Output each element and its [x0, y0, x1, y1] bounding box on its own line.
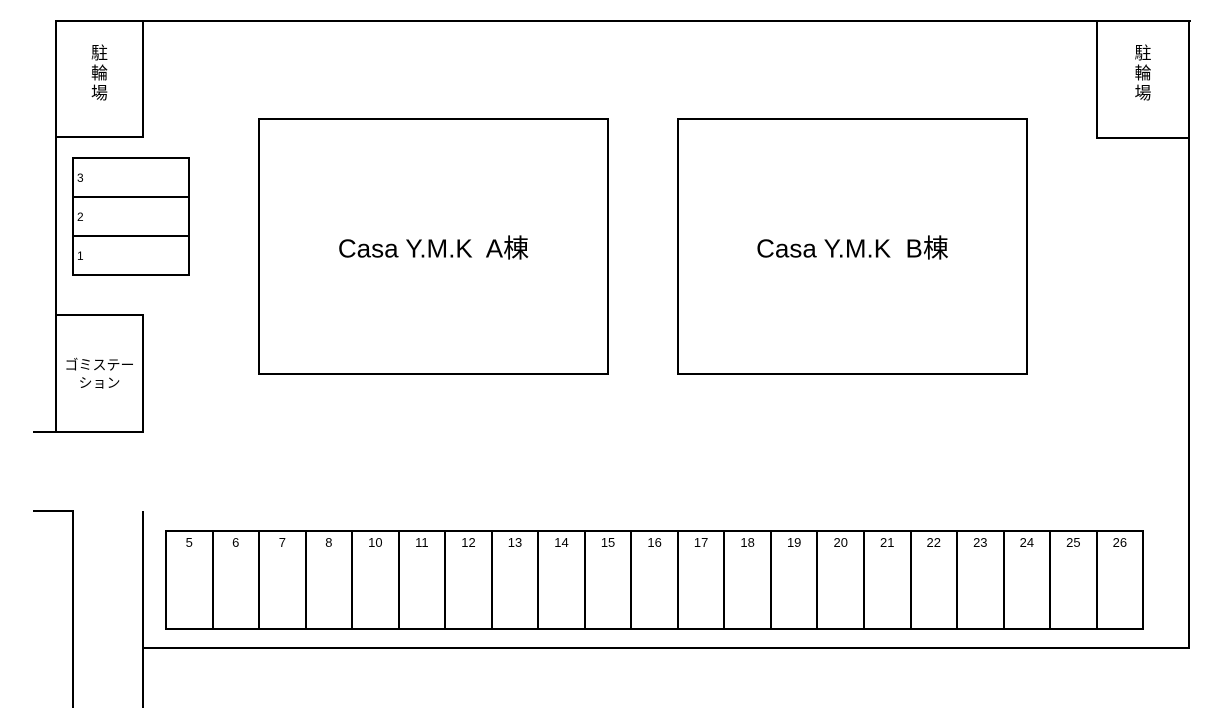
parking-slot: 15: [586, 532, 633, 628]
parking-slot: 11: [400, 532, 447, 628]
parking-slot: 24: [1005, 532, 1052, 628]
slot-number: 25: [1066, 535, 1081, 550]
parking-slot: 23: [958, 532, 1005, 628]
garbage-station-label: ゴミステー ション: [64, 357, 135, 391]
slot-number: 8: [325, 535, 333, 550]
slot-number: 22: [926, 535, 941, 550]
slot-number: 12: [461, 535, 476, 550]
small-slot: 1: [74, 237, 188, 274]
small-slot: 2: [74, 198, 188, 237]
bicycle-parking-left: 駐 輪 場: [55, 20, 144, 138]
parking-slot: 20: [818, 532, 865, 628]
slot-number: 2: [77, 209, 84, 224]
parking-slot: 8: [307, 532, 354, 628]
garbage-station: ゴミステー ション: [55, 314, 144, 433]
slot-number: 5: [185, 535, 193, 550]
slot-number: 24: [1019, 535, 1035, 550]
slot-number: 26: [1112, 535, 1128, 550]
boundary-right: [1188, 20, 1190, 649]
small-slots-group: 3 2 1: [72, 157, 190, 276]
slot-number: 15: [600, 535, 616, 550]
boundary-bottom: [142, 647, 1190, 649]
slot-number: 1: [77, 248, 84, 263]
slot-number: 23: [973, 535, 988, 550]
parking-slot: 18: [725, 532, 772, 628]
building-b: Casa Y.M.K B棟: [677, 118, 1028, 375]
parking-slot: 19: [772, 532, 819, 628]
parking-slot: 22: [912, 532, 959, 628]
slot-number: 10: [368, 535, 383, 550]
slot-number: 11: [415, 535, 429, 550]
slot-number: 16: [647, 535, 662, 550]
slot-number: 19: [786, 535, 802, 550]
parking-slot: 17: [679, 532, 726, 628]
parking-slot: 16: [632, 532, 679, 628]
bicycle-parking-right-label: 駐 輪 場: [1134, 44, 1152, 103]
slot-number: 7: [278, 535, 286, 550]
slot-number: 6: [232, 535, 240, 550]
parking-slot: 26: [1098, 532, 1143, 628]
slot-number: 14: [554, 535, 569, 550]
parking-slot: 7: [260, 532, 307, 628]
parking-slot: 10: [353, 532, 400, 628]
slot-number: 21: [880, 535, 895, 550]
parking-slot: 12: [446, 532, 493, 628]
slot-number: 20: [833, 535, 848, 550]
parking-slot: 21: [865, 532, 912, 628]
bicycle-parking-left-label: 駐 輪 場: [91, 44, 108, 103]
entrance-left-top: [33, 510, 74, 512]
bicycle-parking-right: 駐 輪 場: [1096, 20, 1190, 139]
building-b-label: Casa Y.M.K B棟: [756, 233, 949, 263]
entrance-right-wall: [142, 511, 144, 708]
parking-slot: 5: [167, 532, 214, 628]
building-a-label: Casa Y.M.K A棟: [337, 233, 530, 263]
small-slot: 3: [74, 159, 188, 198]
boundary-left-upper: [55, 20, 57, 433]
boundary-top: [56, 20, 1191, 22]
parking-slot: 13: [493, 532, 540, 628]
entrance-left-wall: [72, 510, 74, 708]
slot-number: 17: [693, 535, 709, 550]
slot-number: 3: [77, 170, 84, 185]
parking-row: 5 6 7 8 10 11 12 13 14 15 16 17 18 19 20…: [165, 530, 1144, 630]
parking-slot: 25: [1051, 532, 1098, 628]
parking-slot: 14: [539, 532, 586, 628]
slot-number: 13: [507, 535, 523, 550]
building-a: Casa Y.M.K A棟: [258, 118, 609, 375]
parking-slot: 6: [214, 532, 261, 628]
slot-number: 18: [740, 535, 755, 550]
